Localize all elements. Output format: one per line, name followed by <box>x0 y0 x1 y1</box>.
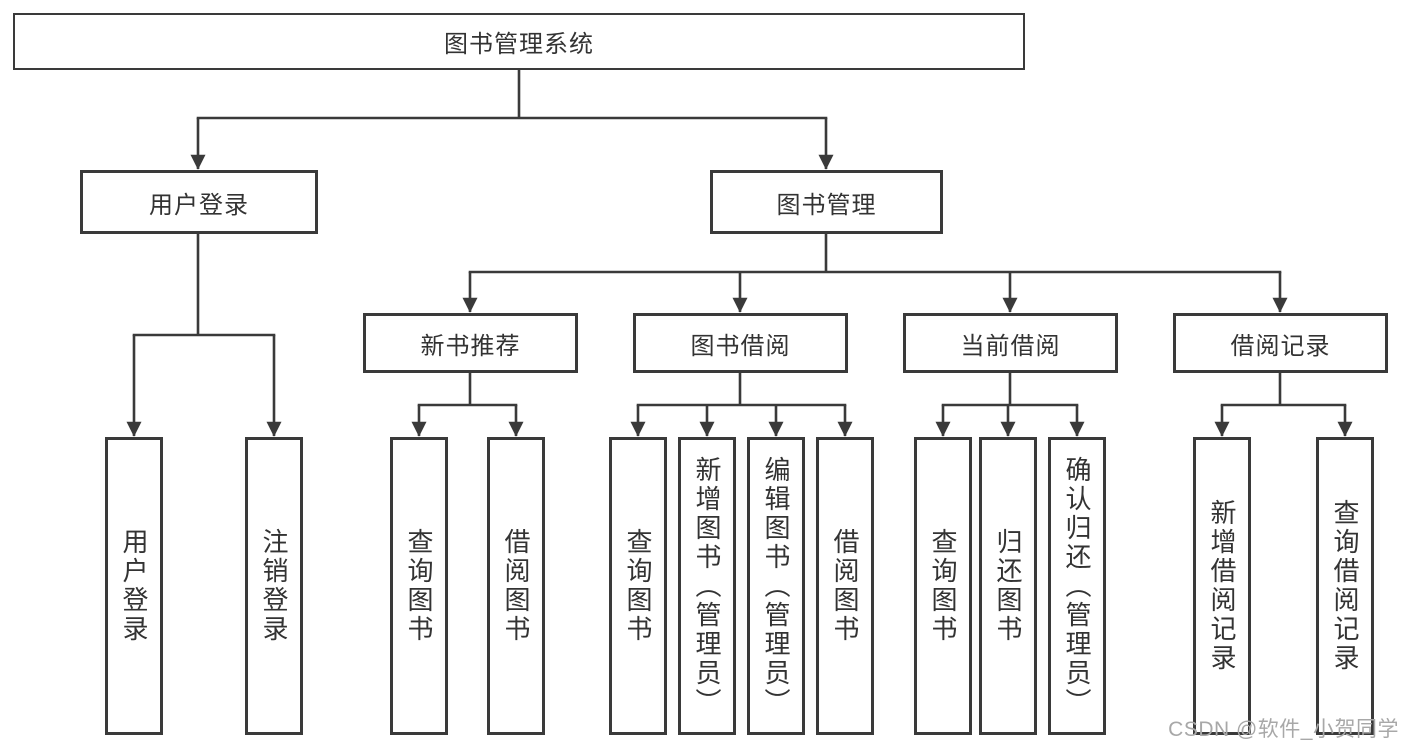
leaf-label: 借阅图书 <box>501 528 532 644</box>
leaf-edit-book-admin: 编辑图书（管理员） <box>747 437 805 735</box>
leaf-query-books-recommend: 查询图书 <box>390 437 448 735</box>
leaf-label: 确认归还（管理员） <box>1062 455 1093 717</box>
leaf-return-book: 归还图书 <box>979 437 1037 735</box>
node-new-book-recommend: 新书推荐 <box>363 313 578 373</box>
node-book-management: 图书管理 <box>710 170 943 234</box>
leaf-label: 编辑图书（管理员） <box>761 455 792 717</box>
leaf-borrow-books-recommend: 借阅图书 <box>487 437 545 735</box>
leaf-add-book-admin: 新增图书（管理员） <box>678 437 736 735</box>
node-label: 用户登录 <box>149 191 249 219</box>
leaf-query-borrow-record: 查询借阅记录 <box>1316 437 1374 735</box>
node-label: 图书管理系统 <box>444 31 594 58</box>
node-book-borrowing: 图书借阅 <box>633 313 848 373</box>
leaf-label: 新增图书（管理员） <box>692 455 723 717</box>
leaf-label: 借阅图书 <box>830 528 861 644</box>
node-current-borrowing: 当前借阅 <box>903 313 1118 373</box>
node-user-login: 用户登录 <box>80 170 318 234</box>
leaf-label: 新增借阅记录 <box>1207 499 1238 673</box>
leaf-label: 用户登录 <box>119 528 150 644</box>
node-label: 图书借阅 <box>690 332 791 360</box>
leaf-user-login: 用户登录 <box>105 437 163 735</box>
node-label: 图书管理 <box>776 191 877 219</box>
node-borrowing-records: 借阅记录 <box>1173 313 1388 373</box>
leaf-add-borrow-record: 新增借阅记录 <box>1193 437 1251 735</box>
leaf-label: 查询图书 <box>623 528 654 644</box>
leaf-label: 查询借阅记录 <box>1330 499 1361 673</box>
leaf-borrow-books-borrowing: 借阅图书 <box>816 437 874 735</box>
leaf-label: 查询图书 <box>928 528 959 644</box>
leaf-label: 注销登录 <box>259 528 290 644</box>
leaf-label: 归还图书 <box>993 528 1024 644</box>
leaf-logout: 注销登录 <box>245 437 303 735</box>
leaf-label: 查询图书 <box>404 528 435 644</box>
csdn-watermark: CSDN @软件_小贺同学 <box>1168 718 1399 741</box>
node-root-library-management-system: 图书管理系统 <box>13 13 1025 70</box>
node-label: 新书推荐 <box>420 332 521 360</box>
leaf-query-books-borrowing: 查询图书 <box>609 437 667 735</box>
node-label: 借阅记录 <box>1230 332 1331 360</box>
node-label: 当前借阅 <box>960 332 1061 360</box>
leaf-query-books-current: 查询图书 <box>914 437 972 735</box>
leaf-confirm-return-admin: 确认归还（管理员） <box>1048 437 1106 735</box>
